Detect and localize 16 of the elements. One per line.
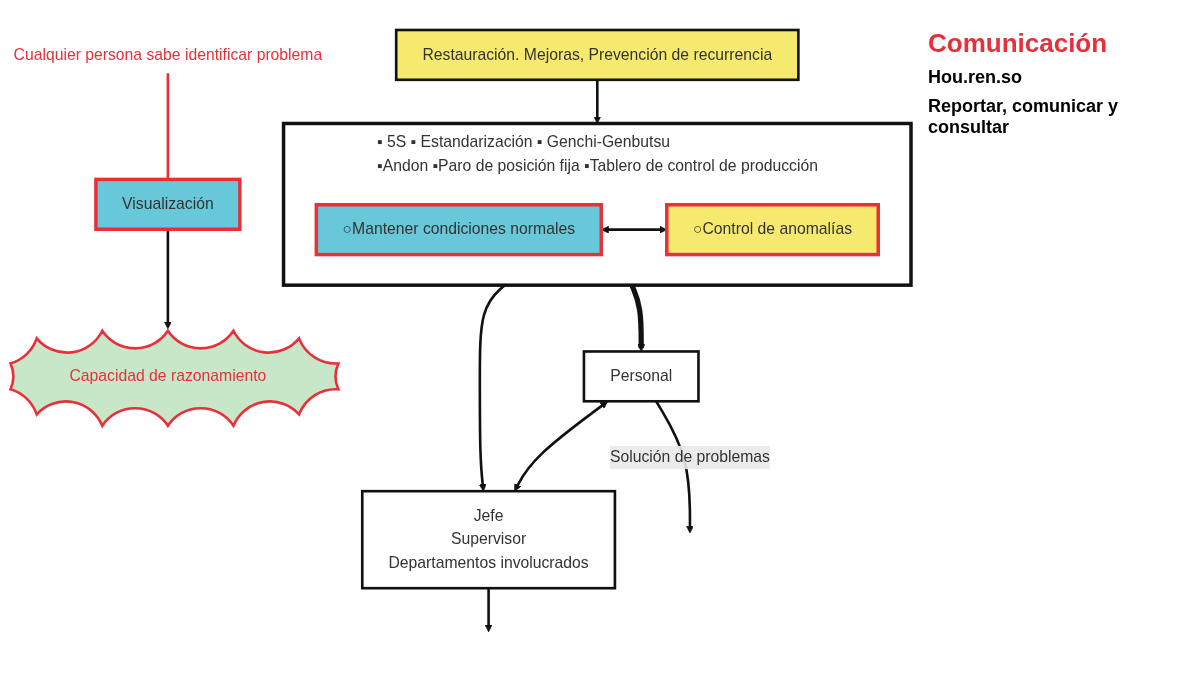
arrow xyxy=(484,588,493,633)
arrow xyxy=(164,229,172,330)
note-text: Comunicación xyxy=(928,28,1109,59)
node-box: ○Control de anomalías xyxy=(665,203,880,257)
arrow xyxy=(593,79,602,124)
node-box: Jefe Supervisor Departamentos involucrados xyxy=(360,489,617,590)
node-box: ○Mantener condiciones normales xyxy=(314,203,603,257)
connector xyxy=(166,73,170,180)
node-box: Visualización xyxy=(94,177,242,231)
node-box: Restauración. Mejoras, Prevención de recurrencia xyxy=(394,28,800,82)
arrow xyxy=(514,401,608,492)
edge-label: Solución de problemas xyxy=(609,448,770,466)
node-box: Personal xyxy=(582,350,700,403)
note-text: Reportar, comunicar y consultar xyxy=(928,96,1120,138)
node-text: Cualquier persona sabe identificar problema xyxy=(13,45,323,64)
note-text: Hou.ren.so xyxy=(928,67,1023,88)
